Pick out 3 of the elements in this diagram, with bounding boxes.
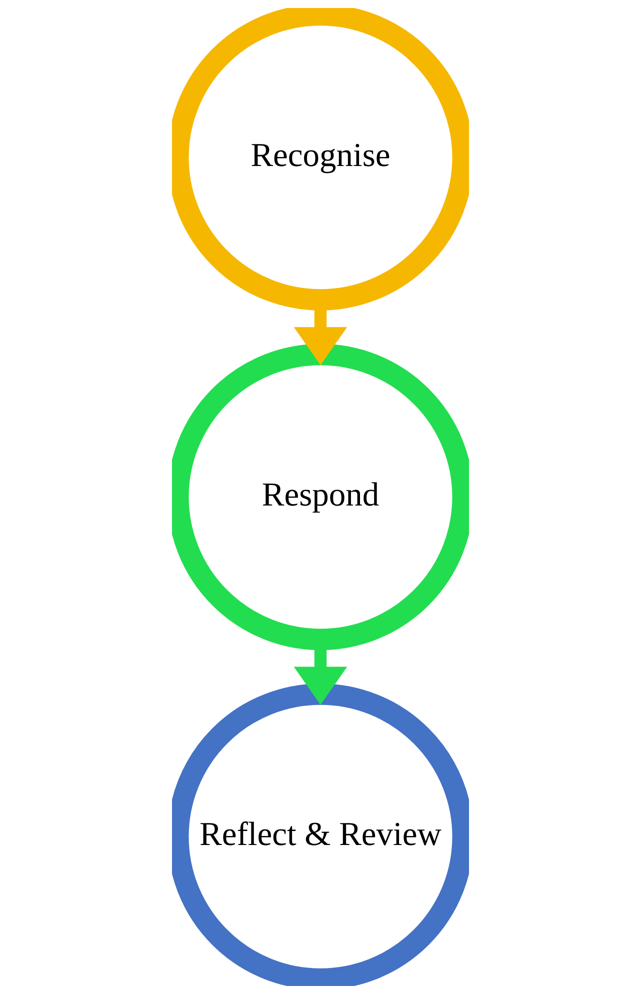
node-circle: Reflect & Review — [172, 684, 469, 986]
node-circle: Respond — [172, 344, 469, 650]
node-circle: Recognise — [172, 8, 469, 310]
